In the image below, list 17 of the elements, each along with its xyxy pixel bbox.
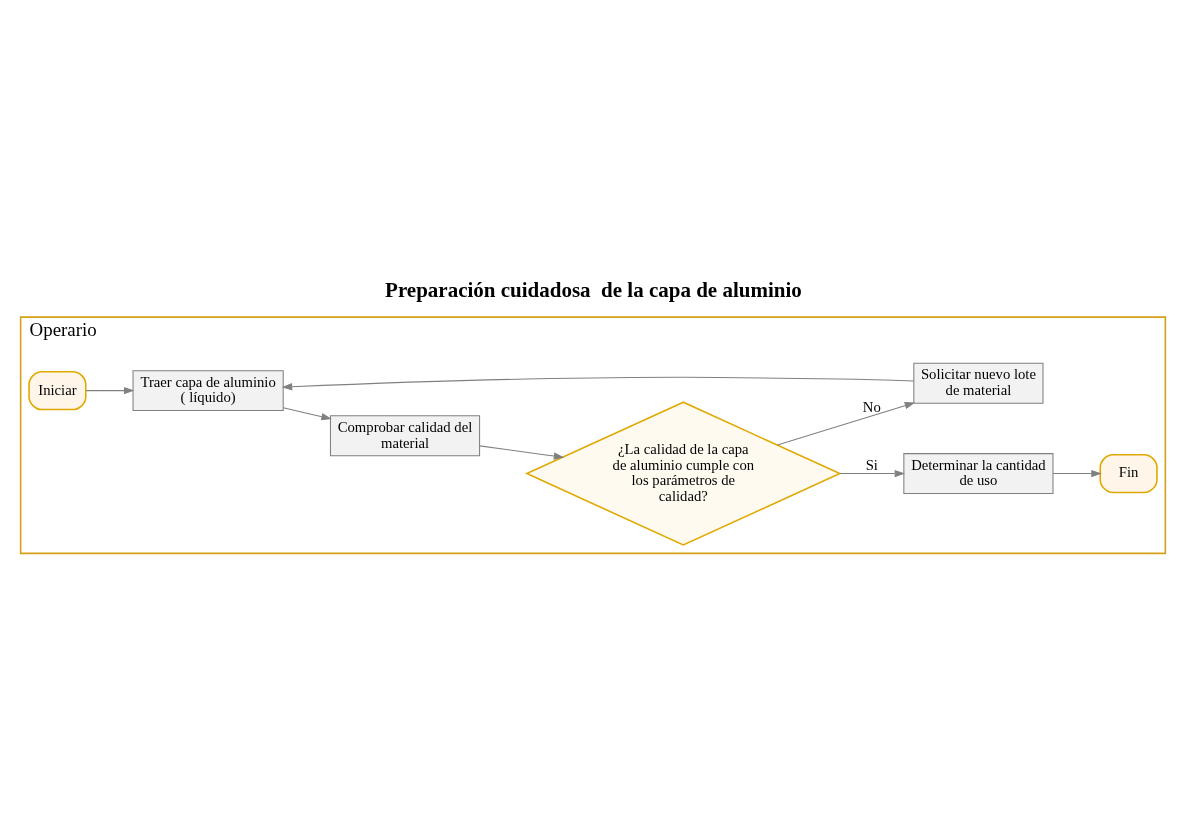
- arrow: [1052, 469, 1102, 478]
- arrow: [839, 469, 906, 478]
- arrow: [85, 386, 135, 395]
- arrow: [479, 445, 565, 460]
- arrow: [281, 376, 915, 391]
- edge-label: No: [862, 398, 881, 415]
- node-diamond: ¿La calidad de la capa de aluminio cumple con los parámetros de calidad?: [524, 401, 842, 546]
- edge-label: Si: [865, 456, 878, 473]
- arrow: [282, 407, 332, 421]
- node-box: Fin: [1099, 453, 1158, 494]
- node-box: Solicitar nuevo lote de material: [913, 362, 1044, 404]
- node-box: Iniciar: [28, 370, 87, 411]
- node-box: Traer capa de aluminio ( líquido): [132, 370, 284, 412]
- node-box: Comprobar calidad del material: [329, 415, 481, 457]
- node-box: Determinar la cantidad de uso: [903, 453, 1054, 495]
- diagram-title: Preparación cuidadosa de la capa de aluminio: [385, 278, 802, 303]
- arrow: [776, 402, 916, 446]
